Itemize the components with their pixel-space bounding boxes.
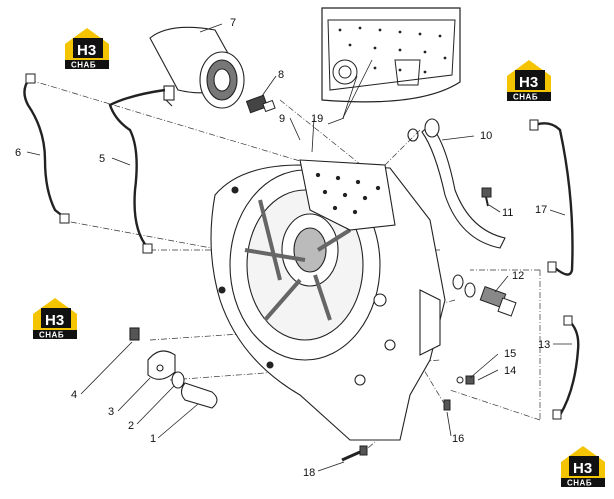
callout-4: 4 bbox=[71, 389, 77, 401]
parts-1-4 bbox=[129, 327, 218, 409]
svg-text:CHAБ: CHAБ bbox=[567, 479, 592, 488]
callout-17: 17 bbox=[535, 204, 547, 216]
fitting-8 bbox=[245, 94, 276, 114]
brand-logo: H3 CHAБ bbox=[30, 296, 80, 340]
callout-6: 6 bbox=[15, 147, 21, 159]
inset-detail bbox=[321, 7, 461, 103]
bolt-11 bbox=[481, 187, 492, 207]
bolt-18 bbox=[341, 445, 368, 462]
callout-15: 15 bbox=[504, 348, 516, 360]
brand-logo: H3 CHAБ bbox=[504, 58, 554, 102]
fitting-14-15 bbox=[456, 375, 475, 385]
callout-14: 14 bbox=[504, 365, 516, 377]
callout-9: 9 bbox=[279, 113, 285, 125]
svg-text:H3: H3 bbox=[519, 74, 538, 91]
oil-filter bbox=[149, 26, 245, 109]
pipe-17 bbox=[534, 122, 574, 276]
leader-lines bbox=[26, 23, 572, 472]
callout-18: 18 bbox=[303, 467, 315, 479]
brand-logo: H3 CHAБ bbox=[62, 26, 112, 70]
pipe-13 bbox=[558, 319, 580, 416]
callout-11: 11 bbox=[502, 207, 513, 219]
callout-5: 5 bbox=[99, 153, 105, 165]
callout-7: 7 bbox=[230, 17, 236, 29]
plug-12 bbox=[452, 274, 517, 317]
svg-text:CHAБ: CHAБ bbox=[39, 331, 64, 340]
bolt-16 bbox=[443, 399, 451, 411]
callout-1: 1 bbox=[150, 433, 156, 445]
svg-text:H3: H3 bbox=[77, 42, 96, 59]
pipe-6 bbox=[23, 77, 66, 219]
callout-10: 10 bbox=[480, 130, 492, 142]
callout-labels: 1 2 3 4 5 6 7 8 9 10 11 12 13 14 15 16 1… bbox=[15, 17, 550, 479]
svg-text:CHAБ: CHAБ bbox=[71, 61, 96, 70]
pipe-5 bbox=[108, 88, 166, 249]
flywheel-housing bbox=[210, 159, 446, 441]
svg-text:CHAБ: CHAБ bbox=[513, 93, 538, 102]
svg-text:H3: H3 bbox=[45, 312, 64, 329]
callout-16: 16 bbox=[452, 433, 464, 445]
callout-3: 3 bbox=[108, 406, 114, 418]
callout-12: 12 bbox=[512, 270, 524, 282]
callout-13: 13 bbox=[538, 339, 550, 351]
callout-19: 19 bbox=[311, 113, 323, 125]
pipe-10 bbox=[407, 118, 506, 249]
callout-8: 8 bbox=[278, 69, 284, 81]
brand-logo: H3 CHAБ bbox=[558, 444, 608, 488]
svg-text:H3: H3 bbox=[573, 460, 592, 477]
callout-2: 2 bbox=[128, 420, 134, 432]
